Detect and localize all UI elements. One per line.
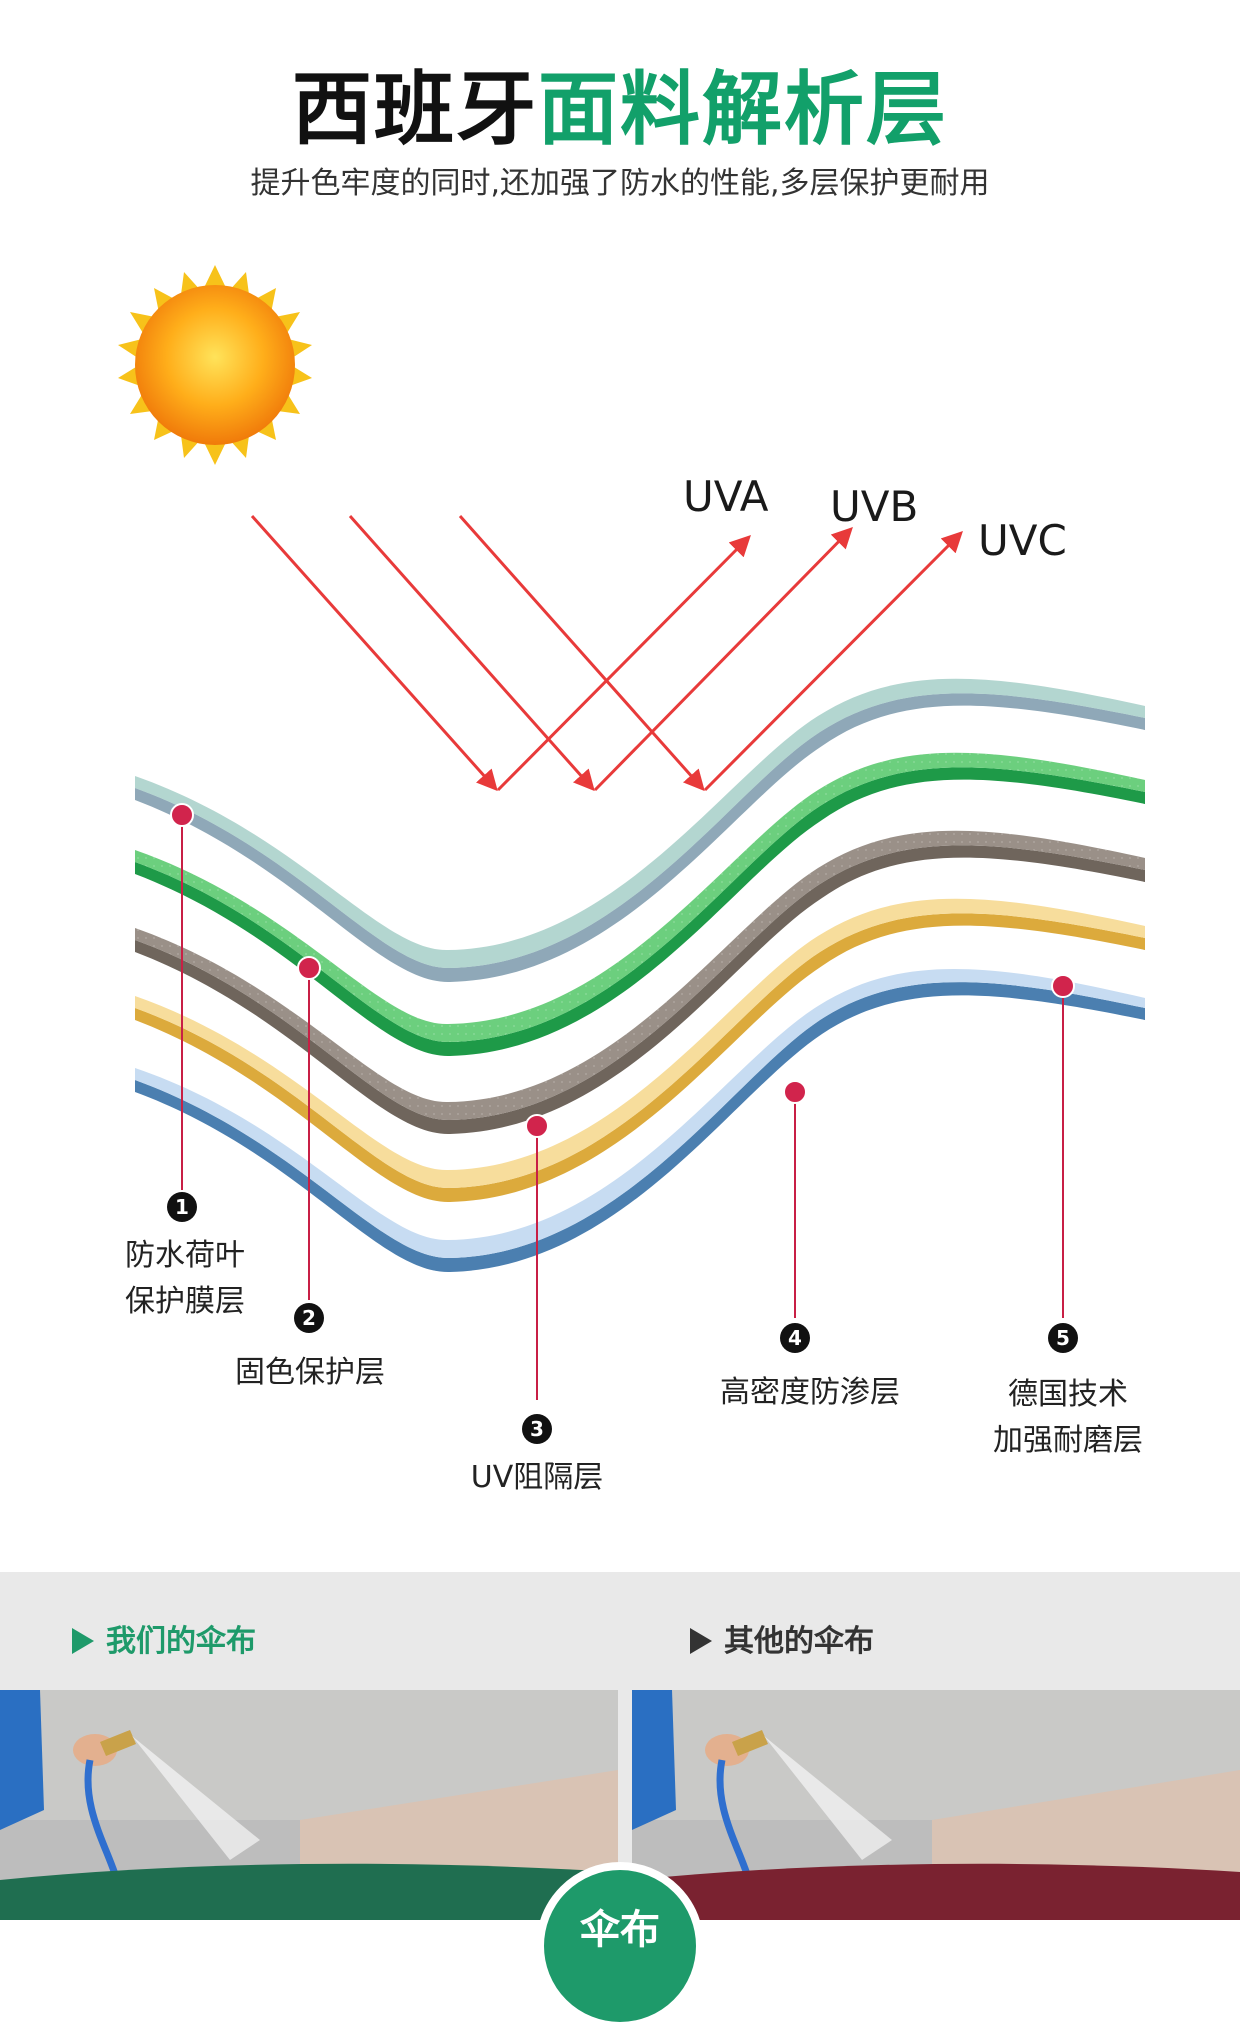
play-arrow-icon (72, 1628, 94, 1654)
uva-ray-reflected (496, 535, 751, 792)
comparison-section: 我们的伞布 其他的伞布 (0, 1572, 1240, 1920)
water-spray (132, 1736, 260, 1860)
layer-4-label: 高密度防渗层 (720, 1375, 900, 1410)
uvb-label: UVB (830, 482, 919, 531)
leader-lines (181, 815, 1064, 1400)
layer-1-label: 防水荷叶 保护膜层 (92, 1233, 278, 1325)
hose-nozzle-icon (100, 1730, 136, 1756)
layer-5-label-line1: 德国技术 (1008, 1377, 1128, 1412)
layer-3-label: UV阻隔层 (470, 1460, 604, 1495)
uvc-label: UVC (978, 516, 1067, 565)
title-green-part: 面料解析层 (538, 63, 948, 156)
layer-5-label-line2: 加强耐磨层 (993, 1423, 1143, 1458)
layer-illustration (118, 265, 1145, 1400)
others-water-test-photo (632, 1690, 1240, 1920)
center-badge: 伞布 (536, 1862, 704, 2030)
layer-2-number: 2 (294, 1303, 324, 1333)
layer-markers (170, 803, 1075, 1138)
fabric-swatch-others (632, 1863, 1240, 1920)
page-title: 西班牙面料解析层 (0, 62, 1240, 158)
person-sleeve (0, 1690, 44, 1830)
layer-1-label-line1: 防水荷叶 (125, 1238, 245, 1273)
hose-nozzle-icon (732, 1730, 768, 1756)
fabric-swatch-ours (0, 1863, 618, 1920)
sun-icon (118, 265, 312, 465)
fabric-layer-diagram: UVA UVB UVC 1 防水荷叶 保护膜层 2 固色保护层 3 UV阻隔层 … (0, 250, 1240, 1530)
uvb-ray-incoming (348, 515, 595, 792)
uv-rays (250, 515, 963, 792)
others-heading-text: 其他的伞布 (724, 1624, 874, 1659)
person-sleeve (632, 1690, 676, 1830)
ours-water-test-photo (0, 1690, 618, 1920)
uvb-ray-reflected (593, 527, 853, 792)
uvc-ray-reflected (703, 531, 963, 792)
layer-2-label: 固色保护层 (235, 1355, 385, 1390)
layer-5-label: 德国技术 加强耐磨层 (960, 1372, 1176, 1464)
uva-ray-incoming (250, 515, 498, 792)
water-spray (764, 1736, 892, 1860)
layer-1-label-line2: 保护膜层 (125, 1284, 245, 1319)
title-black-part: 西班牙 (292, 63, 538, 156)
uvc-ray-incoming (458, 515, 705, 792)
layer-3-number: 3 (522, 1414, 552, 1444)
uva-label: UVA (683, 472, 769, 521)
page-subtitle: 提升色牢度的同时,还加强了防水的性能,多层保护更耐用 (250, 166, 990, 201)
play-arrow-icon (690, 1628, 712, 1654)
ours-heading: 我们的伞布 (72, 1622, 256, 1662)
others-heading: 其他的伞布 (690, 1622, 874, 1662)
layer-5-number: 5 (1048, 1323, 1078, 1353)
ours-heading-text: 我们的伞布 (106, 1624, 256, 1659)
layer-4-number: 4 (780, 1323, 810, 1353)
layer-1-number: 1 (167, 1192, 197, 1222)
